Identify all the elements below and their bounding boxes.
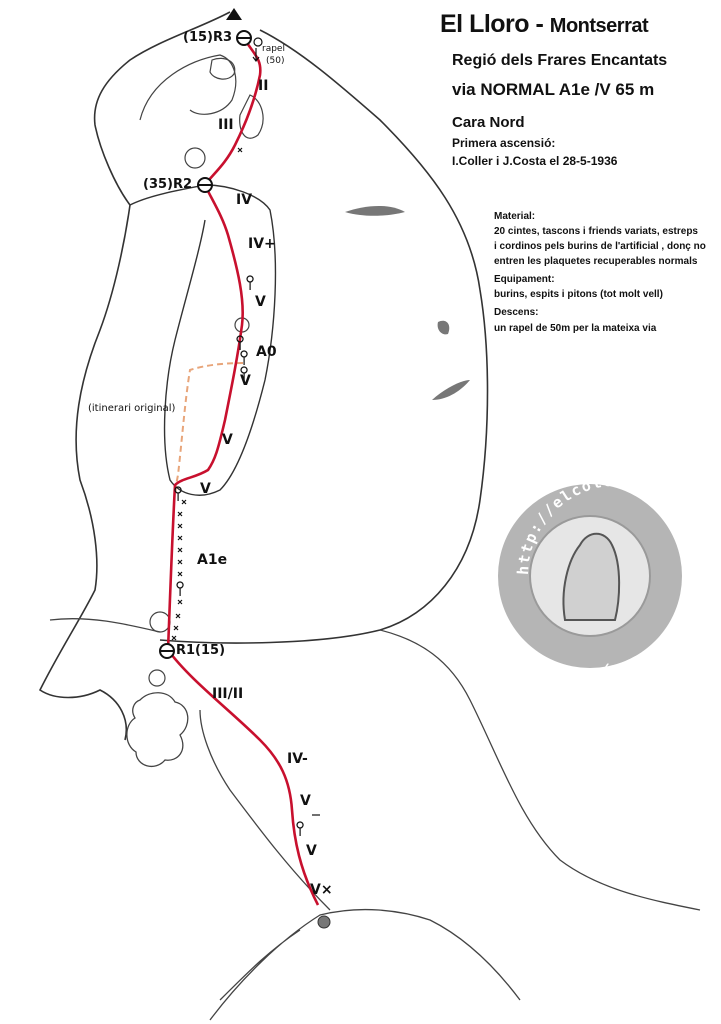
- belay-r1-symbol: [159, 643, 175, 659]
- route-text: via NORMAL A1e /V 65 m: [452, 80, 655, 99]
- rock-base: [49, 618, 701, 1021]
- grade-label: IV: [236, 192, 253, 208]
- grade-label: V: [200, 481, 211, 497]
- belay-r2-symbol: [197, 177, 213, 193]
- material-line: entren les plaquetes recuperables normal…: [494, 256, 698, 267]
- first-ascent-text: I.Coller i J.Costa el 28-5-1936: [452, 154, 618, 168]
- grade-label: V: [306, 843, 317, 859]
- climbing-route: [166, 39, 320, 906]
- rappel-anchor-icon: [253, 37, 263, 47]
- grade-label: V: [255, 294, 266, 310]
- bush: [184, 147, 206, 169]
- title-text: El Lloro: [440, 10, 530, 38]
- grade-label: V: [300, 793, 311, 809]
- equipment-text: burins, espits i pitons (tot molt vell): [494, 289, 663, 300]
- grade-label: IV-: [287, 751, 308, 767]
- belay-r1-label: R1(15): [176, 643, 226, 658]
- protection-marks: [171, 147, 243, 641]
- rock-scar: [432, 380, 470, 400]
- grade-label: II: [258, 78, 269, 94]
- blog-stamp: http://elcoleccionistadevies.blogspot.co…: [498, 471, 721, 680]
- rappel-label: rapel: [262, 44, 285, 54]
- belay-r3-label: (15)R3: [183, 30, 233, 45]
- grade-label: V×: [310, 882, 333, 898]
- grade-label: A0: [256, 344, 277, 360]
- grade-label: V: [222, 432, 233, 448]
- face-text: Cara Nord: [452, 114, 525, 131]
- belay-r2-label: (35)R2: [143, 177, 193, 192]
- belay-r3-symbol: [236, 30, 252, 46]
- page-title: El Lloro - Montserrat: [440, 10, 649, 38]
- piton-marks: [174, 275, 320, 836]
- summit-marker: [226, 8, 242, 20]
- rock-scar: [345, 205, 405, 216]
- grade-label: V: [240, 373, 251, 389]
- rock-outline-left: [129, 184, 277, 496]
- grade-label: III/II: [212, 686, 244, 702]
- summit-hole: [209, 57, 236, 80]
- route-start-icon: [317, 915, 331, 929]
- grade-label: IV+: [248, 236, 276, 252]
- region-text: Regió dels Frares Encantats: [452, 52, 668, 69]
- material-line: 20 cintes, tascons i friends variats, es…: [494, 226, 698, 237]
- bush-large: [126, 692, 189, 768]
- grade-label: A1e: [197, 552, 228, 568]
- subtitle-text: Montserrat: [549, 15, 649, 37]
- original-route-label: (itinerari original): [88, 403, 176, 414]
- descent-text: un rapel de 50m per la mateixa via: [494, 323, 657, 334]
- bush: [149, 611, 171, 633]
- grade-label: III: [218, 117, 234, 133]
- material-line: i cordinos pels burins de l'artificial ,…: [494, 241, 706, 252]
- bush: [148, 669, 166, 687]
- equipment-label: Equipament:: [494, 274, 555, 285]
- rappel-arrow-icon: [252, 48, 260, 62]
- descent-label: Descens:: [494, 307, 539, 318]
- stamp-rock-icon: [562, 532, 621, 621]
- material-label: Material:: [494, 211, 536, 222]
- rock-scar: [437, 320, 450, 335]
- first-ascent-label: Primera ascensió:: [452, 136, 556, 150]
- summit-shoulder: [139, 54, 264, 139]
- rock-outline: [38, 11, 489, 741]
- rappel-length: (50): [266, 56, 285, 66]
